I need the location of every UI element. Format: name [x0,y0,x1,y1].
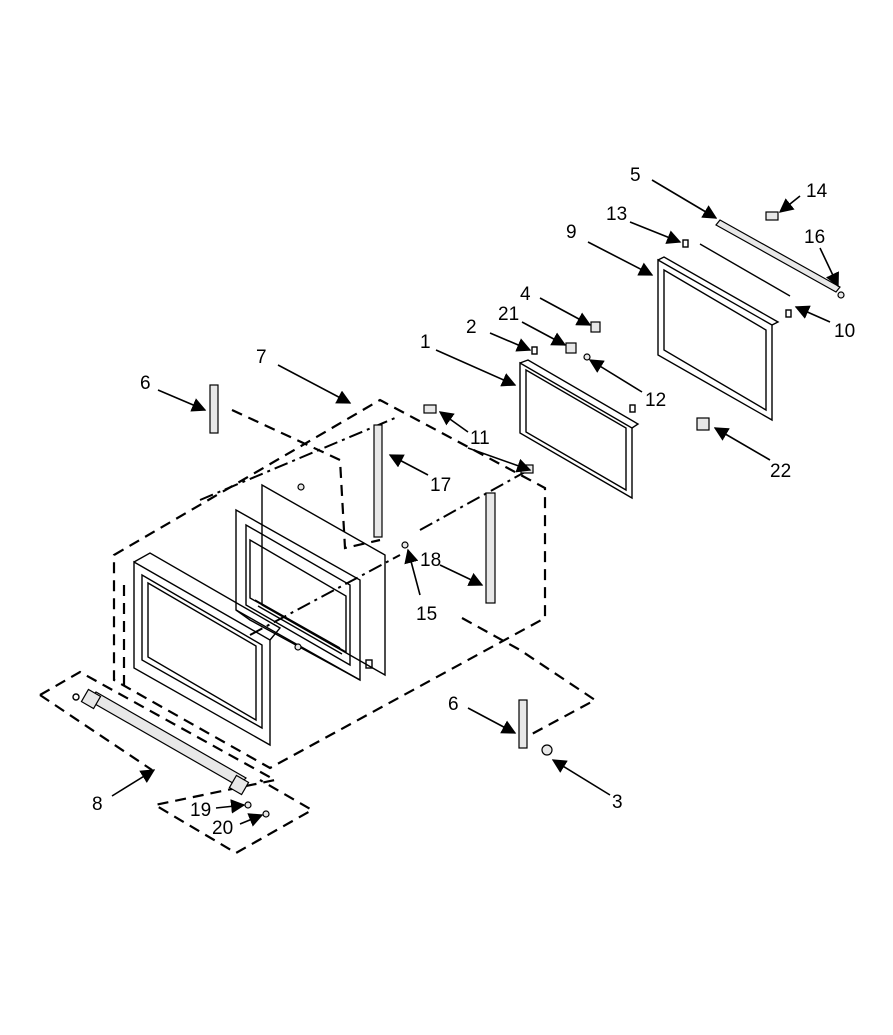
callout-1: 1 [420,332,431,353]
glass-pack [519,359,640,500]
callout-3: 3 [612,792,623,813]
callout-11: 11 [470,428,490,449]
screw-11-upper [423,404,437,414]
outer-glass [657,256,780,422]
callout-20: 20 [212,818,233,839]
callout-labels: 1 2 3 4 5 6 6 7 8 9 10 11 12 13 14 15 16… [92,165,855,839]
callout-13: 13 [606,204,627,225]
callout-6-upper: 6 [140,373,151,394]
callout-5: 5 [630,165,641,186]
callout-19: 19 [190,800,211,821]
pad-13-b [785,309,792,318]
callout-16: 16 [804,227,825,248]
callout-21: 21 [498,304,519,325]
callout-4: 4 [520,284,531,305]
screw-14 [765,211,779,221]
assembly-boundary-door [112,398,547,770]
clip-4 [590,321,601,333]
callout-22: 22 [770,461,791,482]
callout-14: 14 [806,181,828,202]
vent-trim [699,219,841,297]
door-handle [72,688,250,796]
outer-door-panel [133,552,282,747]
leader-lines [111,179,839,827]
pad-13-a [682,239,689,248]
bumper-22 [696,417,710,431]
hinge-lower [518,699,528,749]
callout-10: 10 [834,321,855,342]
hinge-channel-17 [373,424,383,538]
callout-9: 9 [566,222,577,243]
callout-2: 2 [466,317,477,338]
assembly-boundary-handle [39,670,315,855]
pad-2 [531,346,538,355]
hinge-upper [209,384,219,434]
callout-8: 8 [92,794,103,815]
screw-16 [837,291,845,299]
callout-17: 17 [430,475,451,496]
fasteners [244,211,845,818]
inner-glass-panel [261,483,386,677]
callout-6-lower: 6 [448,694,459,715]
callout-12: 12 [645,390,666,411]
screw-3 [541,744,553,756]
hinge-channel-18 [485,492,496,604]
callout-18: 18 [420,550,441,571]
screw-20 [262,810,270,818]
callout-7: 7 [256,347,267,368]
clip-21 [565,342,577,354]
spacer-19 [244,801,252,809]
callout-15: 15 [416,604,437,625]
screw-12 [583,353,591,361]
inner-door-frame [235,508,361,682]
